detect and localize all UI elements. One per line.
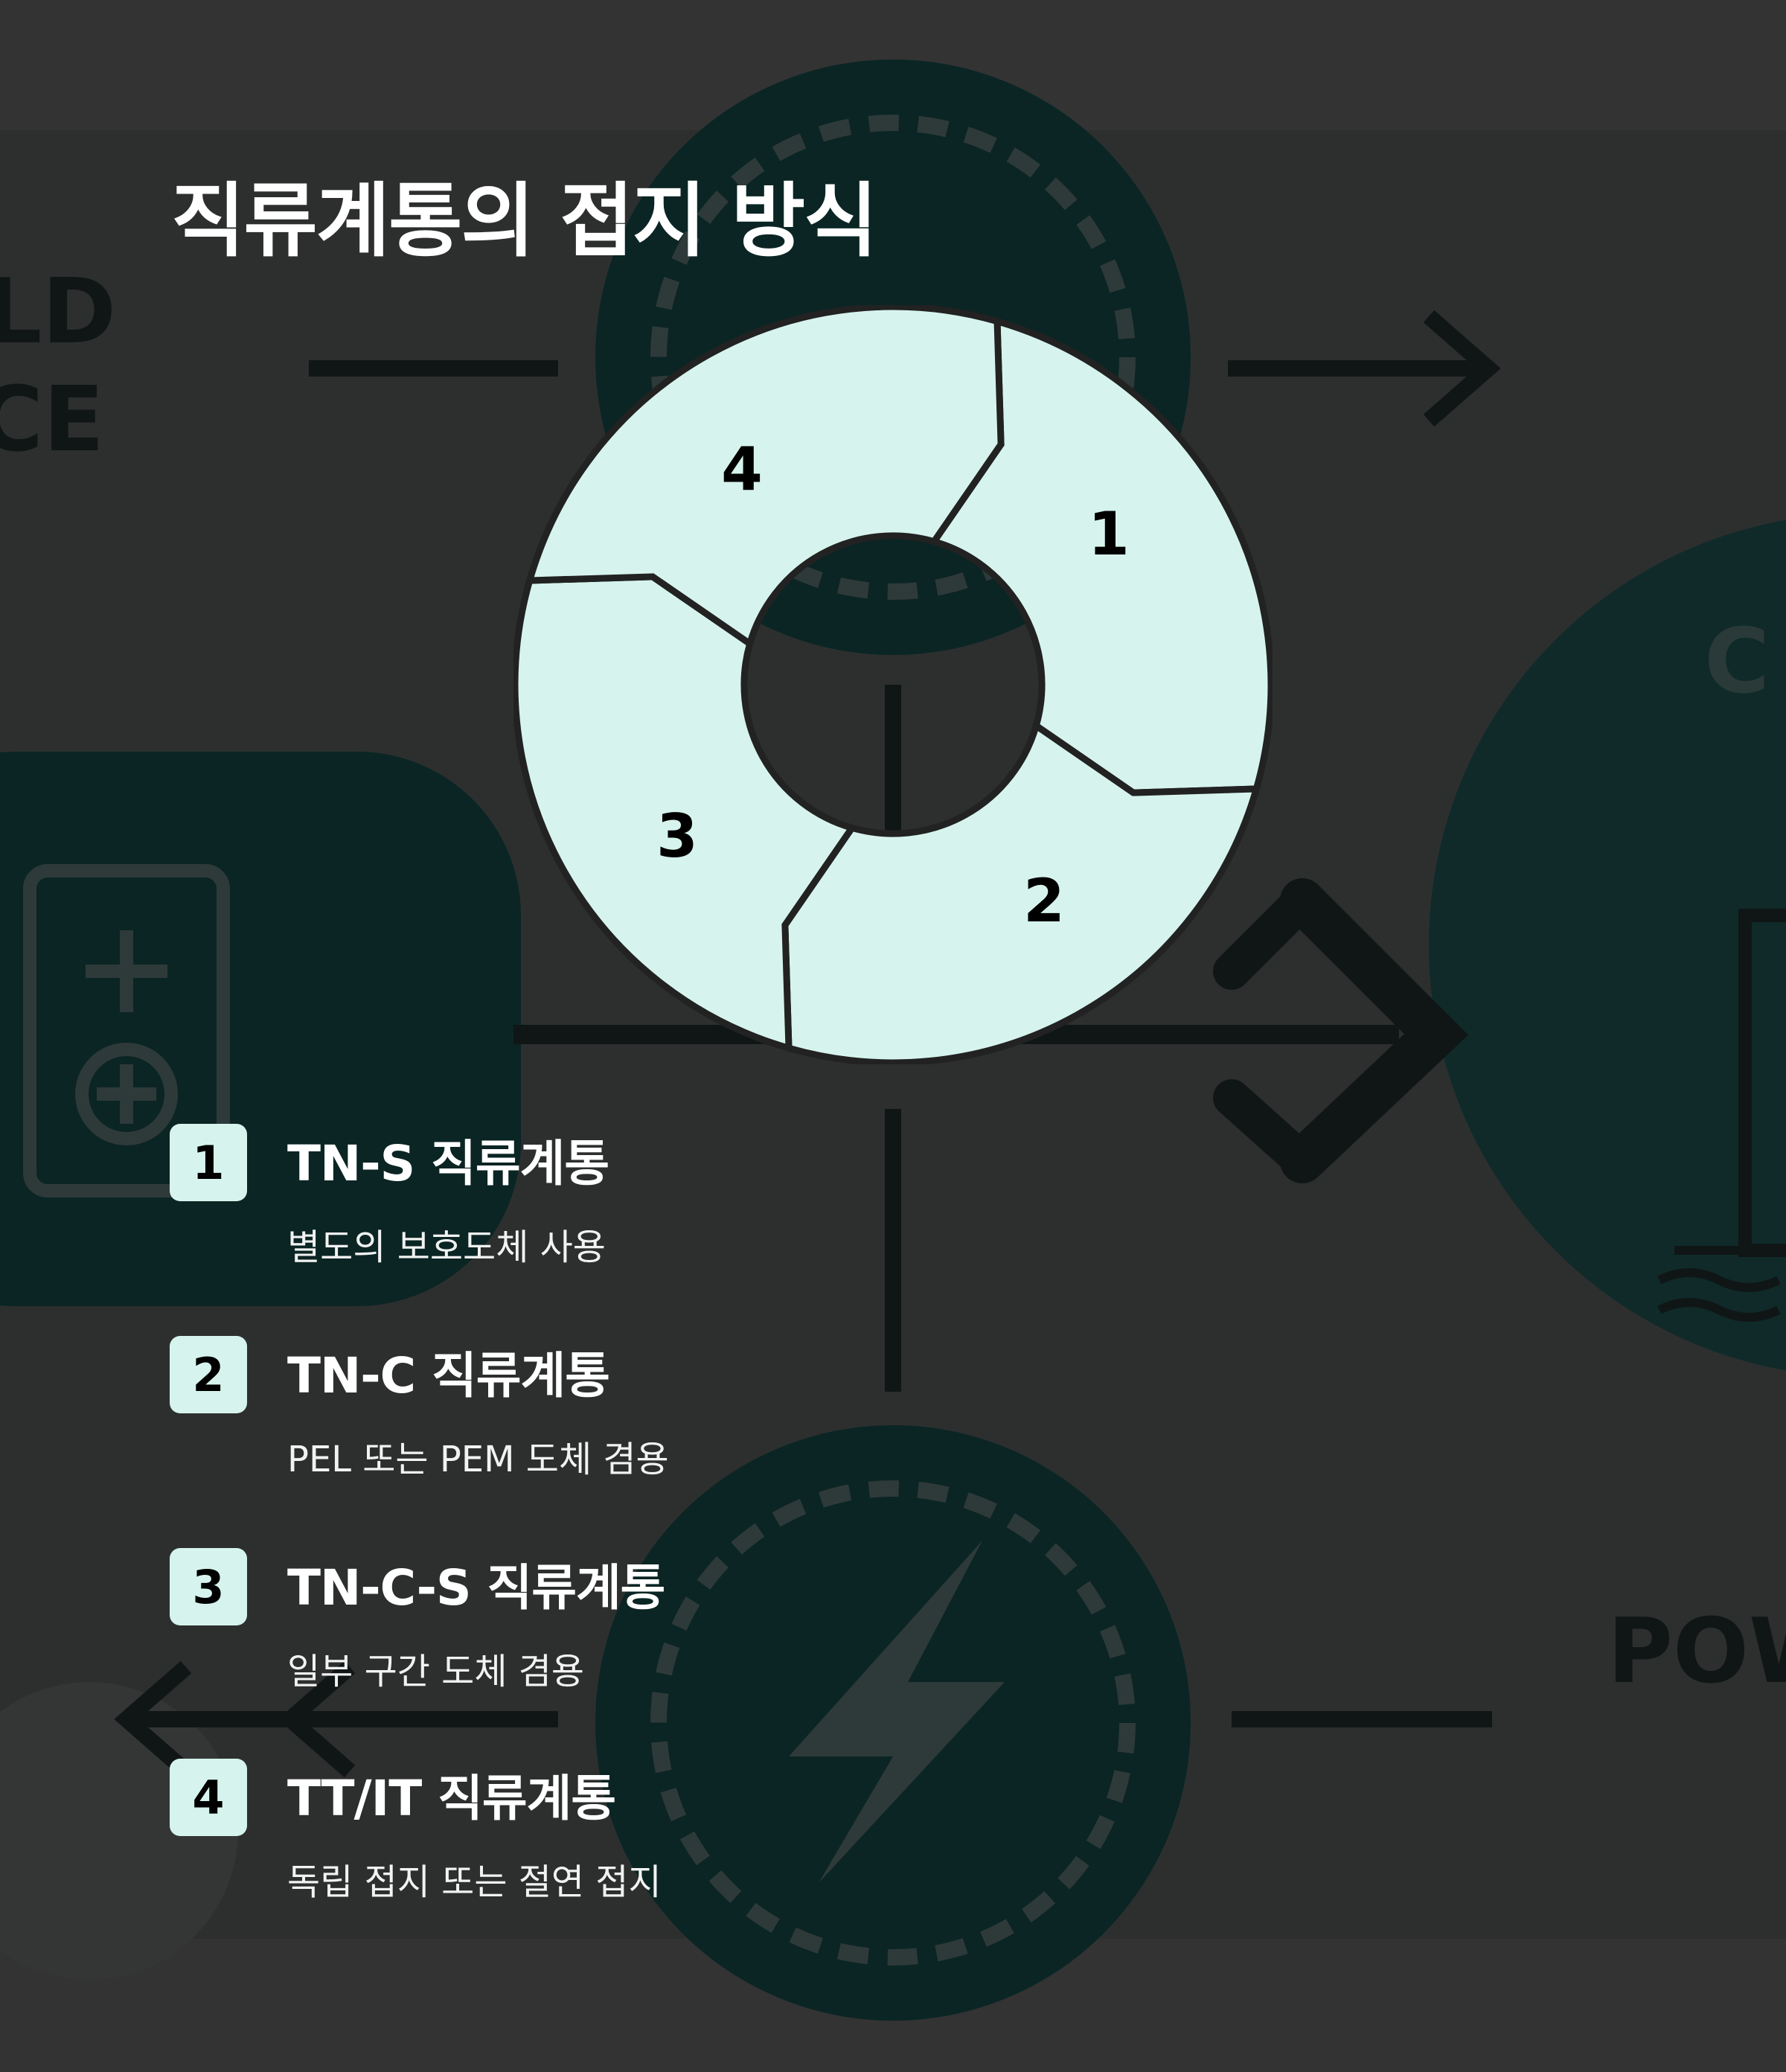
svg-text:CE: CE bbox=[0, 368, 104, 472]
number-badge: 1 bbox=[170, 1124, 247, 1201]
cycle-segment-label: 3 bbox=[656, 802, 698, 871]
item-description: PEL 또는 PEM 도체 겸용 bbox=[287, 1439, 669, 1480]
list-item-tn-c: 2 TN-C 직류계통 PEL 또는 PEM 도체 겸용 bbox=[170, 1336, 839, 1500]
cycle-segment-label: 1 bbox=[1088, 499, 1130, 569]
page-title: 직류계통의 접지 방식 bbox=[171, 175, 877, 268]
item-description: 독립 접지 또는 절연 접지 bbox=[287, 1861, 662, 1903]
cycle-segment-label: 2 bbox=[1023, 866, 1065, 936]
cycle-segment-2 bbox=[781, 720, 1261, 1064]
item-description: 일부 구간 도체 겸용 bbox=[287, 1651, 585, 1692]
item-description: 별도의 보호도체 사용 bbox=[287, 1227, 606, 1268]
list-item-tn-c-s: 3 TN-C-S 직류계통 일부 구간 도체 겸용 bbox=[170, 1548, 839, 1712]
lightning-icon bbox=[789, 1541, 1005, 1883]
item-title: TN-C 직류계통 bbox=[287, 1347, 610, 1404]
item-title: TN-C-S 직류계통 bbox=[287, 1559, 665, 1617]
cycle-diagram: 1 2 3 4 bbox=[513, 305, 1273, 1064]
svg-text:LD: LD bbox=[0, 260, 116, 364]
item-title: TN-S 직류계통 bbox=[287, 1135, 609, 1192]
number-badge: 2 bbox=[170, 1336, 247, 1413]
list-item-tn-s: 1 TN-S 직류계통 별도의 보호도체 사용 bbox=[170, 1124, 839, 1288]
cycle-segment-1 bbox=[928, 316, 1273, 796]
cycle-segment-3 bbox=[513, 573, 858, 1053]
number-badge: 4 bbox=[170, 1759, 247, 1836]
item-title: TT/IT 직류계통 bbox=[287, 1770, 616, 1827]
number-badge: 3 bbox=[170, 1548, 247, 1625]
list-item-tt-it: 4 TT/IT 직류계통 독립 접지 또는 절연 접지 bbox=[170, 1759, 839, 1922]
cycle-segment-label: 4 bbox=[721, 435, 763, 504]
svg-text:C: C bbox=[1704, 610, 1770, 714]
svg-text:POW: POW bbox=[1607, 1600, 1786, 1704]
cycle-segment-4 bbox=[525, 305, 1005, 650]
